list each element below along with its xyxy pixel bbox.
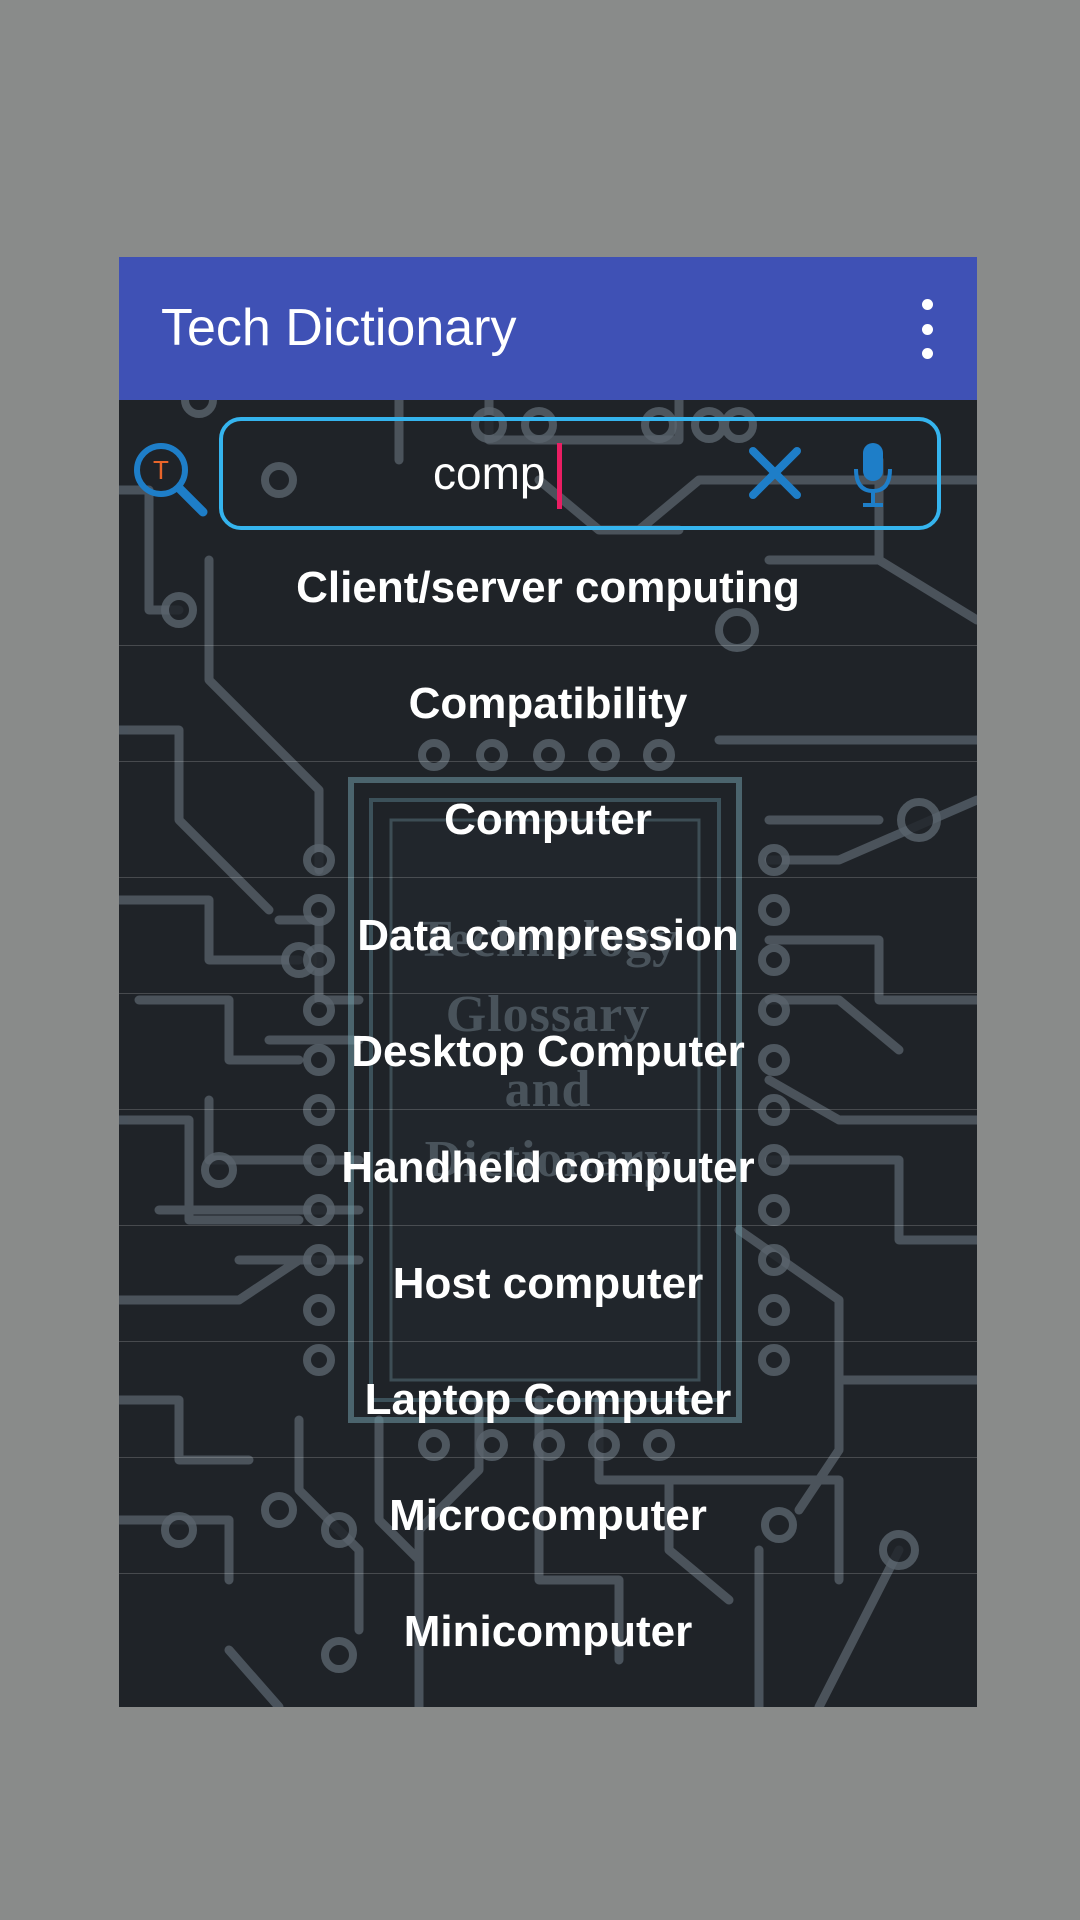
list-item[interactable]: Data compression bbox=[119, 878, 977, 994]
list-item[interactable]: Minicomputer bbox=[403, 1607, 693, 1656]
list-item[interactable]: Computer bbox=[119, 762, 977, 878]
app-toolbar: Tech Dictionary bbox=[119, 257, 977, 400]
list-item[interactable]: Client/server computing bbox=[119, 530, 977, 646]
app-window: Tech Dictionary bbox=[119, 257, 977, 1707]
search-content: Technology Glossary and Dictionary T com… bbox=[119, 400, 977, 1707]
overflow-menu-icon[interactable] bbox=[907, 299, 947, 359]
close-icon[interactable] bbox=[747, 445, 803, 501]
list-item[interactable]: Compatibility bbox=[119, 646, 977, 762]
list-item[interactable]: Handheld computer bbox=[119, 1110, 977, 1226]
list-item[interactable]: Host computer bbox=[119, 1226, 977, 1342]
circuit-board-background bbox=[119, 400, 977, 1707]
list-item[interactable]: Laptop Computer bbox=[119, 1342, 977, 1458]
watermark-line: and bbox=[504, 1061, 592, 1118]
text-cursor bbox=[557, 443, 562, 509]
logo-letter: T bbox=[153, 455, 169, 485]
search-magnifier-logo-icon: T bbox=[134, 443, 208, 517]
microphone-icon[interactable] bbox=[851, 439, 895, 511]
watermark-line: Dictionary bbox=[424, 1131, 672, 1188]
list-item[interactable]: Microcomputer bbox=[119, 1458, 977, 1574]
search-query-text[interactable]: comp bbox=[433, 447, 546, 499]
app-title: Tech Dictionary bbox=[161, 299, 517, 357]
watermark-line: Glossary bbox=[445, 986, 651, 1043]
list-item[interactable]: Desktop Computer bbox=[119, 994, 977, 1110]
search-input[interactable]: comp bbox=[219, 417, 941, 530]
watermark-line: Technology bbox=[416, 911, 680, 968]
search-results-list: Client/server computing Compatibility Co… bbox=[119, 530, 977, 1690]
